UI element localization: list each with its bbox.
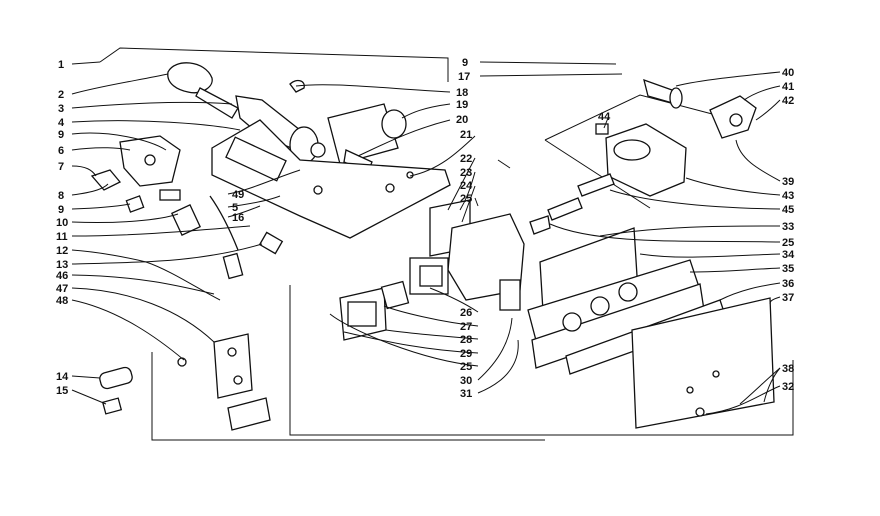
callout-46: 46	[56, 270, 68, 282]
callout-24: 24	[460, 180, 473, 192]
base-plate	[211, 119, 451, 239]
callout-2: 2	[58, 89, 64, 101]
callout-17: 17	[458, 71, 470, 83]
callout-13: 13	[56, 259, 68, 271]
valve-body	[339, 199, 525, 341]
callout-9-upper: 9	[58, 129, 64, 141]
callout-28: 28	[460, 334, 472, 346]
callout-29: 29	[460, 348, 472, 360]
fitting-assembly	[643, 78, 757, 139]
callout-3: 3	[58, 103, 64, 115]
callout-44: 44	[598, 111, 611, 123]
callout-25-right: 25	[782, 237, 794, 249]
callout-5: 5	[232, 202, 238, 214]
callout-4: 4	[58, 117, 65, 129]
leader-lines	[71, 61, 781, 415]
gas-valve	[595, 123, 687, 197]
callout-42: 42	[782, 95, 794, 107]
callout-41: 41	[782, 81, 794, 93]
callout-9-top: 9	[462, 57, 468, 69]
callout-30: 30	[460, 375, 472, 387]
callout-38: 38	[782, 363, 794, 375]
bracket-assembly	[327, 103, 407, 173]
callout-45: 45	[782, 204, 794, 216]
callout-33: 33	[782, 221, 794, 233]
handle-assembly	[167, 62, 326, 164]
callout-40: 40	[782, 67, 794, 79]
callout-25-lower: 25	[460, 361, 472, 373]
callout-12: 12	[56, 245, 68, 257]
callout-7: 7	[58, 161, 64, 173]
callout-11: 11	[56, 231, 68, 243]
callout-10: 10	[56, 217, 68, 229]
callout-20: 20	[456, 114, 468, 126]
left-bracket	[90, 135, 181, 191]
front-cover	[631, 297, 775, 429]
callout-48: 48	[56, 295, 68, 307]
boundary-lines	[99, 47, 794, 441]
callout-35: 35	[782, 263, 794, 275]
callout-27: 27	[460, 321, 472, 333]
callout-32: 32	[782, 381, 794, 393]
callout-9-lower: 9	[58, 204, 64, 216]
callout-labels: 1 2 3 4 9 6 7 8 9 10 11 12 13 46 47 48 1…	[56, 57, 795, 400]
callout-19: 19	[456, 99, 468, 111]
lower-left-bracket	[177, 333, 271, 431]
callout-39: 39	[782, 176, 794, 188]
callout-49: 49	[232, 189, 244, 201]
callout-47: 47	[56, 283, 68, 295]
callout-1: 1	[58, 59, 64, 71]
callout-26: 26	[460, 307, 472, 319]
callout-23: 23	[460, 167, 472, 179]
callout-16: 16	[232, 212, 244, 224]
callout-8: 8	[58, 190, 64, 202]
callout-18: 18	[456, 87, 468, 99]
callout-36: 36	[782, 278, 794, 290]
callout-34: 34	[782, 249, 795, 261]
small-parts	[125, 189, 284, 301]
callout-22: 22	[460, 153, 472, 165]
callout-31: 31	[460, 388, 472, 400]
pipe	[529, 173, 615, 235]
callout-21: 21	[460, 129, 472, 141]
parts-14-15	[99, 366, 133, 415]
callout-6: 6	[58, 145, 64, 157]
callout-37: 37	[782, 292, 794, 304]
callout-14: 14	[56, 371, 69, 383]
callout-25-upper: 25	[460, 193, 472, 205]
callout-15: 15	[56, 385, 68, 397]
callout-43: 43	[782, 190, 794, 202]
